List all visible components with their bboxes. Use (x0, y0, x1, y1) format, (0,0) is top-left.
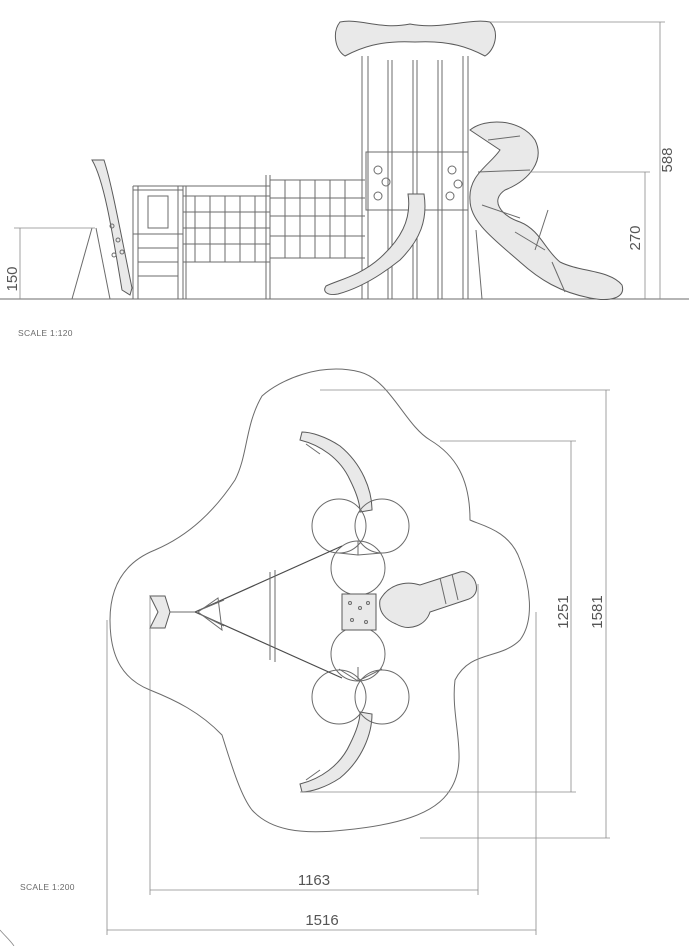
plan-central-deck (341, 593, 377, 631)
elevation-dimensions (14, 21, 665, 299)
straight-slide (324, 193, 426, 295)
safety-zone-outline (109, 368, 530, 833)
corner-arc (0, 929, 15, 946)
net-bridge-1 (183, 175, 271, 299)
elevation-scale-label: SCALE 1:120 (18, 328, 73, 338)
tower-left (132, 185, 270, 299)
dim-platform-height: 150 (4, 266, 21, 291)
plan-view: 1251 1581 1163 1516 (106, 368, 610, 935)
climbing-wall (71, 159, 133, 300)
dim-outer-height: 1581 (589, 595, 606, 628)
plan-tube-slide (379, 571, 477, 628)
tube-slide (469, 121, 624, 300)
main-tower (334, 20, 496, 299)
dim-inner-width: 1163 (298, 872, 330, 889)
dim-total-height: 588 (659, 147, 676, 172)
net-bridge-2 (270, 179, 365, 259)
dim-outer-width: 1516 (305, 912, 338, 929)
elevation-view: 150 588 270 (0, 20, 689, 300)
plan-roof-bottom (311, 626, 410, 725)
plan-dimensions (106, 389, 610, 935)
plan-slide-top (299, 431, 373, 513)
plan-climbing-panel (149, 595, 195, 629)
dim-deck-height: 270 (627, 225, 644, 250)
plan-scale-label: SCALE 1:200 (20, 882, 75, 892)
plan-rope-net (194, 545, 343, 679)
plan-roof-top (311, 498, 410, 596)
dim-inner-height: 1251 (555, 595, 572, 628)
plan-slide-bottom (299, 711, 373, 793)
